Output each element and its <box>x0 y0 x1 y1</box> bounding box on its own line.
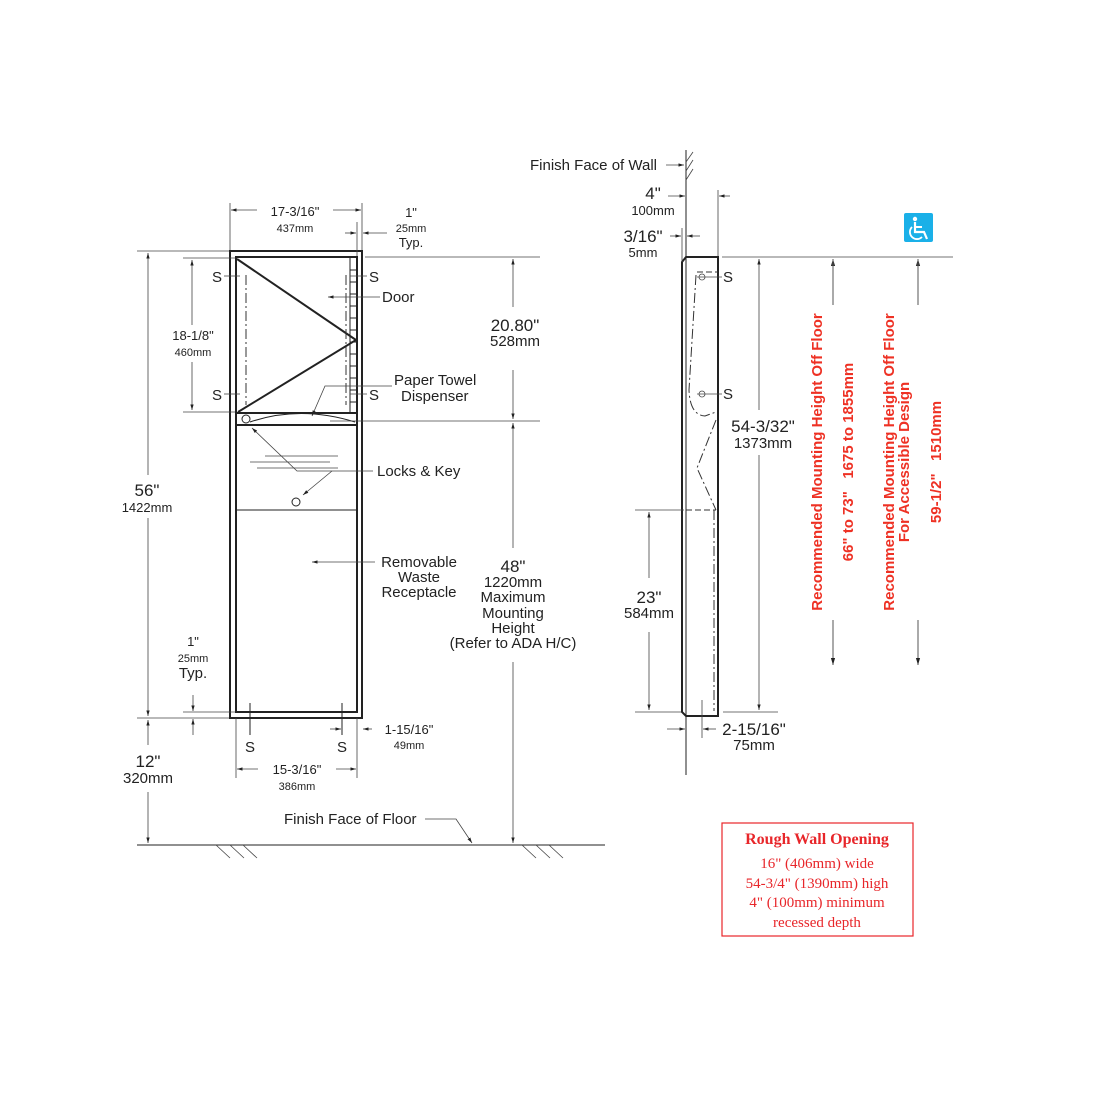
side_view-projection-metric-text: 75mm <box>733 737 775 754</box>
front_view-screw_offset-imperial-text: 1-15/16" <box>385 722 434 737</box>
door-swing <box>236 258 358 413</box>
recommended-height-label: Recommended Mounting Height Off Floor <box>809 313 826 611</box>
rough_opening-line3-text: 4" (100mm) minimum <box>749 895 885 911</box>
front_view-screw_label-text: S <box>337 739 347 756</box>
side_view-screw_label-text: S <box>723 386 733 403</box>
wall-hatch-icon <box>685 151 694 181</box>
front_view-callouts-paper_towel_1-text: Paper Towel <box>394 372 476 389</box>
rough-opening-box: Rough Wall Opening 16" (406mm) wide 54-3… <box>721 822 914 937</box>
drawing-line <box>302 470 333 496</box>
front_view-screw_label-text: S <box>212 269 222 286</box>
front_view-overall_height-imperial-text: 56" <box>135 481 160 500</box>
front_view-flange_top-metric-text: 25mm <box>396 223 427 235</box>
front_view-width_top-metric-text: 437mm <box>277 223 314 235</box>
front_view-max_mounting-imperial-text: 48" <box>501 557 526 576</box>
drawing-line <box>685 151 694 163</box>
side_view-lower_height-metric-text: 584mm <box>624 605 674 622</box>
front_view-max_mounting-line3-text: Height <box>491 620 535 637</box>
drawing-line <box>909 226 923 240</box>
front_view-bottom_width-imperial-text: 15-3/16" <box>273 762 322 777</box>
drawing-line <box>808 305 858 620</box>
front_view-flange_top-imperial-text: 1" <box>405 205 417 220</box>
front_view-flange_bottom-note-text: Typ. <box>179 665 207 682</box>
front_view-floor_clearance-metric-text: 320mm <box>123 770 173 787</box>
front_view-screw_label-text: S <box>245 739 255 756</box>
front_view-max_mounting-line2-text: Mounting <box>482 605 544 622</box>
drawing-line <box>229 844 245 859</box>
dispenser-slot <box>249 413 356 423</box>
rough_opening-line1-text: 16" (406mm) wide <box>760 856 874 872</box>
floor-label: Finish Face of Floor <box>284 811 417 828</box>
front_view-callouts-waste_2-text: Waste <box>398 569 440 586</box>
wheelchair-icon <box>904 213 933 242</box>
drawing-line <box>688 274 717 417</box>
side_view-projection-imperial-text: 2-15/16" <box>722 720 786 739</box>
front-view: S S S S S S Door Paper Towel Dispenser L… <box>122 203 605 859</box>
front_view-callouts-waste_3-text: Receptacle <box>381 584 456 601</box>
front_view-bottom_width-metric-text: 386mm <box>279 781 316 793</box>
accessible-height-label: Recommended Mounting Height Off Floor <box>881 313 898 611</box>
side_view-unit_height-imperial-text: 54-3/32" <box>731 417 795 436</box>
drawing-line <box>912 216 918 222</box>
accessible-height-value: 59-1/2" 1510mm <box>928 401 945 523</box>
callout-door: Door <box>382 289 415 306</box>
front_view-callouts-waste_1-text: Removable <box>381 554 457 571</box>
drawing-line <box>521 844 537 859</box>
front_view-screw_offset-metric-text: 49mm <box>394 740 425 752</box>
floor-hatch <box>215 844 564 859</box>
front_view-overall_height-metric-text: 1422mm <box>122 500 173 515</box>
front_view-screw_label-text: S <box>369 387 379 404</box>
side_view-depth-imperial-text: 4" <box>645 184 661 203</box>
side_view-screw_label-text: S <box>723 269 733 286</box>
side_view-unit_height-metric-text: 1373mm <box>734 435 792 452</box>
front_view-floor_clearance-imperial-text: 12" <box>136 752 161 771</box>
side_view-depth-metric-text: 100mm <box>631 203 674 218</box>
key-lock-icon <box>291 497 301 507</box>
front_view-door_screw_spacing-metric-text: 460mm <box>175 347 212 359</box>
front_view-callouts-paper_towel_2-text: Dispenser <box>401 388 469 405</box>
lock-icon <box>241 414 251 424</box>
drawing-line <box>721 822 914 937</box>
drawing-line <box>242 844 258 859</box>
front_view-max_mounting-metric-text: 1220mm <box>484 574 542 591</box>
front_view-door_screw_spacing-imperial-text: 18-1/8" <box>172 328 214 343</box>
front_view-flange_bottom-imperial-text: 1" <box>187 634 199 649</box>
side_view-lower_height-imperial-text: 23" <box>637 588 662 607</box>
side_view-accessible-label2-text: For Accessible Design <box>896 382 913 542</box>
unit-profile <box>681 256 719 717</box>
side_view-flange-metric-text: 5mm <box>629 245 658 260</box>
side-view: Finish Face of Wall S S 4" 100mm 3/16" 5… <box>530 150 953 775</box>
drawing-line <box>696 419 717 511</box>
front_view-flange_bottom-metric-text: 25mm <box>178 653 209 665</box>
drawing-line <box>685 168 694 181</box>
drawing-line <box>425 818 473 844</box>
drawing-line <box>215 844 231 859</box>
front_view-width_top-imperial-text: 17-3/16" <box>271 204 320 219</box>
drawing-line <box>878 305 948 620</box>
drawing-line <box>311 385 392 417</box>
inner-frame <box>235 256 358 713</box>
front_view-dispenser_height-imperial-text: 20.80" <box>491 316 540 335</box>
front_view-flange_top-note-text: Typ. <box>399 235 424 250</box>
callout-locks: Locks & Key <box>377 463 461 480</box>
drawing-line <box>685 159 694 172</box>
hinge-ticks <box>350 269 357 403</box>
front_view-screw_label-text: S <box>369 269 379 286</box>
front_view-dispenser_height-metric-text: 528mm <box>490 333 540 350</box>
drawing-line <box>251 427 373 472</box>
front_view-max_mounting-line4-text: (Refer to ADA H/C) <box>450 635 577 652</box>
wall-label: Finish Face of Wall <box>530 157 657 174</box>
recommended-height-value: 66" to 73" 1675 to 1855mm <box>840 363 857 562</box>
rough_opening-line4-text: recessed depth <box>773 915 861 931</box>
outer-frame <box>229 250 363 719</box>
drawing-line <box>535 844 551 859</box>
screw-markers: S S S S S S <box>212 269 379 756</box>
rough_opening-line2-text: 54-3/4" (1390mm) high <box>746 876 889 892</box>
side_view-flange-imperial-text: 3/16" <box>623 227 662 246</box>
front_view-screw_label-text: S <box>212 387 222 404</box>
drawing-line <box>548 844 564 859</box>
front_view-max_mounting-line1-text: Maximum <box>480 589 545 606</box>
rough-opening-title: Rough Wall Opening <box>745 831 889 848</box>
